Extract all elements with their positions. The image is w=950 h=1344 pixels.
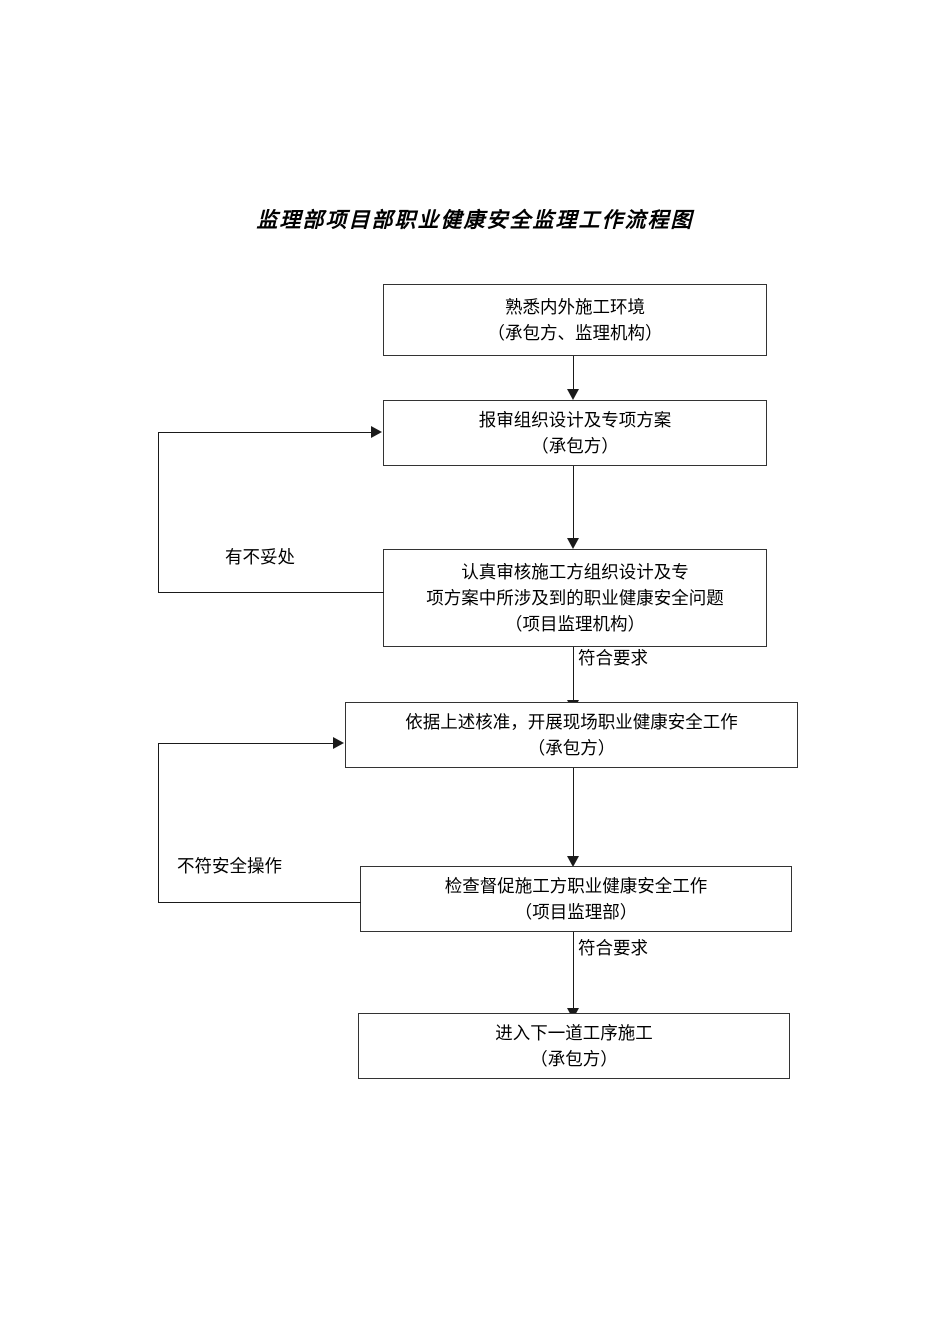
connector-node2-node3 [573,466,574,539]
edge-label-feedback-top: 有不妥处 [225,547,295,567]
connector-node3-node4 [573,647,574,702]
edge-label-pass-lower: 符合要求 [578,938,648,958]
flow-node-line: （项目监理部） [514,902,638,922]
flow-node-familiarize-environment[interactable]: 熟悉内外施工环境 （承包方、监理机构） [383,284,767,356]
flow-node-review-design-safety-issues[interactable]: 认真审核施工方组织设计及专 项方案中所涉及到的职业健康安全问题 （项目监理机构） [383,549,767,647]
flow-node-line: 报审组织设计及专项方案 [478,409,672,430]
flow-node-inspect-supervise-safety-work[interactable]: 检查督促施工方职业健康安全工作 （项目监理部） [360,866,792,932]
arrow-node2-node3 [567,538,579,549]
arrow-feedback-top-into-node2 [371,426,382,438]
page-title: 监理部项目部职业健康安全监理工作流程图 [256,207,694,232]
arrow-feedback-bottom-into-node4 [333,737,344,749]
flow-node-line: 项方案中所涉及到的职业健康安全问题 [426,587,724,608]
feedback-bottom-bottom-segment [158,902,361,903]
flow-node-submit-organization-design[interactable]: 报审组织设计及专项方案 （承包方） [383,400,767,466]
feedback-bottom-top-segment [158,743,334,744]
connector-node4-node5 [573,768,574,857]
feedback-top-vertical-segment [158,432,159,593]
flow-node-line: （承包方） [527,738,616,758]
flow-node-line: 熟悉内外施工环境 [505,296,645,317]
flow-node-line: （承包方） [530,1049,618,1069]
flow-node-line: 依据上述核准，开展现场职业健康安全工作 [405,711,738,732]
edge-label-feedback-bottom: 不符安全操作 [177,856,282,876]
flow-node-line: （承包方） [531,436,619,456]
flow-node-line: （承包方、监理机构） [487,323,663,343]
flow-node-line: （项目监理机构） [505,614,645,635]
flow-node-carry-out-site-safety-work[interactable]: 依据上述核准，开展现场职业健康安全工作 （承包方） [345,702,798,768]
arrow-node4-node5 [567,856,579,867]
feedback-top-top-segment [158,432,372,433]
arrow-node1-node2 [567,389,579,400]
connector-node1-node2 [573,356,574,390]
flow-node-line: 检查督促施工方职业健康安全工作 [444,875,708,896]
connector-node5-node6 [573,932,574,1009]
edge-label-pass-upper: 符合要求 [578,648,648,668]
flow-node-line: 认真审核施工方组织设计及专 [461,561,689,582]
feedback-top-bottom-segment [158,592,384,593]
flow-node-line: 进入下一道工序施工 [495,1022,653,1043]
flow-node-enter-next-process[interactable]: 进入下一道工序施工 （承包方） [358,1013,790,1079]
feedback-bottom-vertical-segment [158,743,159,903]
